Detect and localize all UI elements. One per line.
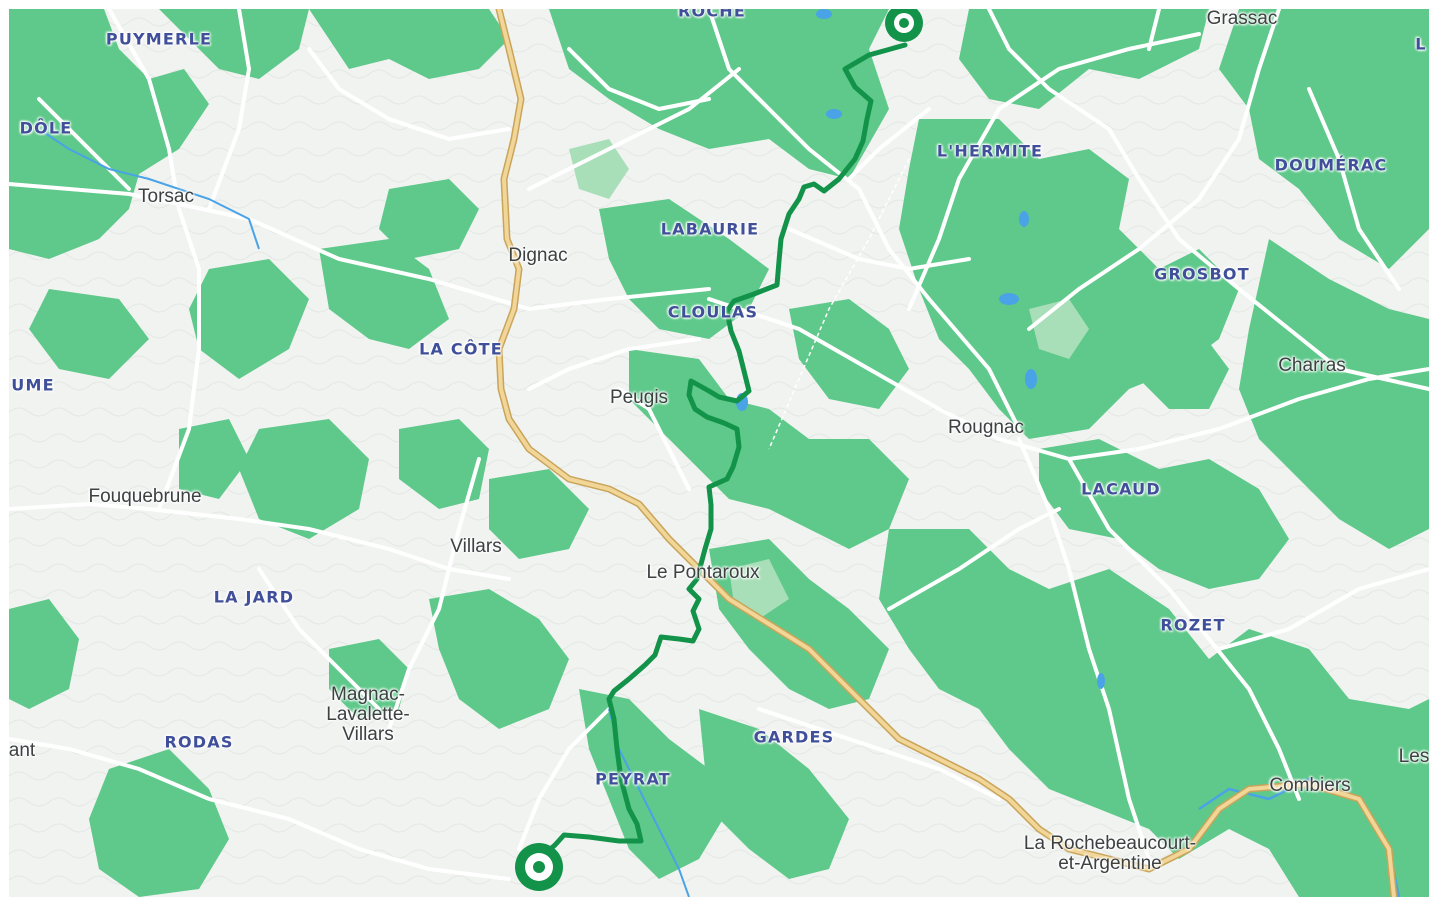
map-view[interactable]: Grassac Torsac Dignac Peugis Rougnac Cha… xyxy=(9,9,1429,897)
target-pin-icon xyxy=(533,861,545,873)
minor-roads xyxy=(9,9,1429,881)
main-road xyxy=(497,9,1396,897)
map-canvas[interactable] xyxy=(9,9,1429,897)
route-start-marker[interactable] xyxy=(885,9,923,42)
forest-areas xyxy=(9,9,1429,897)
route-end-marker[interactable] xyxy=(515,843,563,891)
target-pin-icon xyxy=(899,18,909,28)
power-line xyxy=(768,158,910,450)
light-forest-areas xyxy=(569,139,1089,619)
hiking-route[interactable] xyxy=(544,42,908,855)
